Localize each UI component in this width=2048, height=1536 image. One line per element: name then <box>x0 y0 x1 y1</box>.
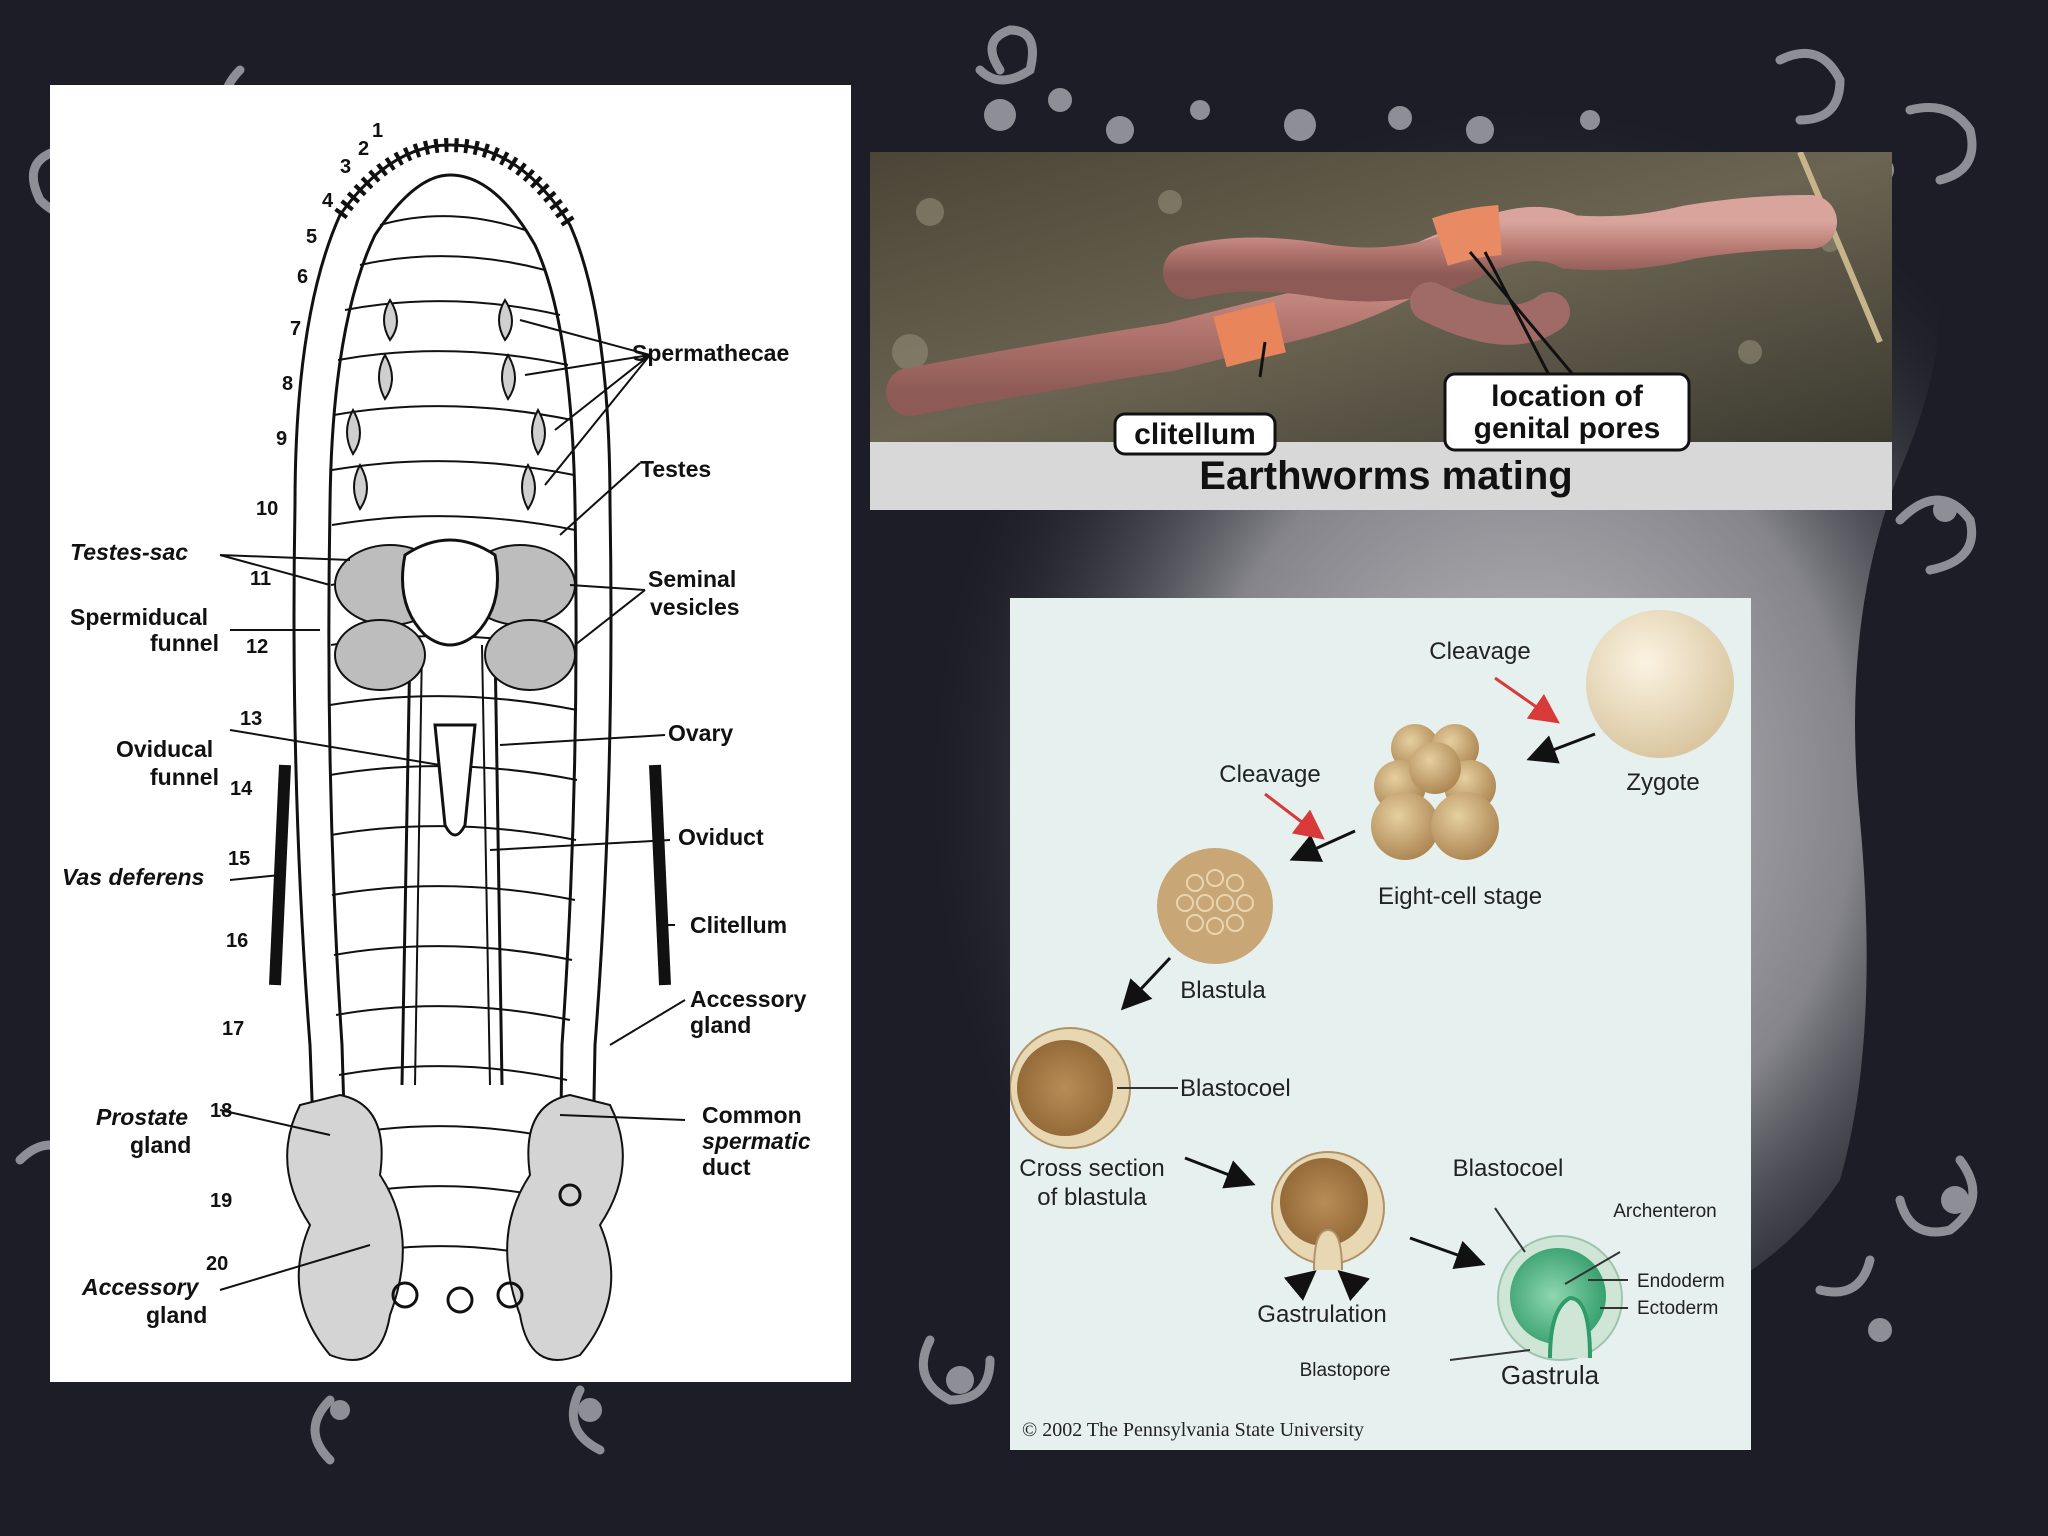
cleavage-label-1: Cleavage <box>1429 638 1530 665</box>
embryonic-development-diagram: Cleavage Zygote Cleavage Eight-cell stag… <box>1010 598 1751 1450</box>
label-oviduct: Oviduct <box>678 824 764 850</box>
segment-number: 15 <box>228 848 250 870</box>
segment-number: 1 <box>372 120 383 142</box>
segment-number: 12 <box>246 636 268 658</box>
label-seminal-vesicles: Seminal <box>648 566 736 592</box>
upper-worm <box>1163 195 1837 302</box>
label-accessory-gland-left-line2: gland <box>146 1302 207 1328</box>
gastrula-label: Gastrula <box>1501 1360 1600 1390</box>
segment-number: 7 <box>290 318 301 340</box>
segment-number: 14 <box>230 778 253 800</box>
mating-photo-drawing: clitellum location of genital pores Eart… <box>870 152 1892 510</box>
label-common-spermatic-duct: Common <box>702 1102 802 1128</box>
ovary-region <box>433 723 477 837</box>
prostate-glands <box>286 1093 624 1361</box>
clitellum-photo-label: clitellum <box>1134 418 1256 451</box>
blastocoel-label-1: Blastocoel <box>1180 1075 1291 1102</box>
genital-pores-label-line2: genital pores <box>1474 412 1661 445</box>
worm-body-outline <box>292 143 613 1316</box>
segment-number: 10 <box>256 498 278 520</box>
label-spermiducal-funnel-line2: funnel <box>150 630 219 656</box>
label-common-spermatic-duct-line3: duct <box>702 1154 751 1180</box>
upper-worm-tail <box>1410 282 1570 345</box>
segment-number: 9 <box>276 428 287 450</box>
label-testes-sac: Testes-sac <box>70 539 188 565</box>
blastula <box>1157 848 1273 964</box>
segment-number: 8 <box>282 373 293 395</box>
anatomy-drawing: 1 2 3 4 5 6 7 8 9 10 11 12 13 14 15 16 1… <box>62 120 811 1361</box>
segment-number: 18 <box>210 1100 232 1122</box>
cross-section-label-line2: of blastula <box>1037 1184 1147 1211</box>
vas-deferens-ducts <box>400 644 504 1086</box>
segment-number: 17 <box>222 1018 244 1040</box>
gastrulation-embryo <box>1271 1151 1385 1271</box>
segment-number: 2 <box>358 138 369 160</box>
label-testes: Testes <box>640 456 711 482</box>
label-oviducal-funnel: Oviducal <box>116 736 213 762</box>
label-prostate-gland: Prostate <box>96 1104 188 1130</box>
ectoderm-label: Ectoderm <box>1637 1298 1718 1319</box>
blastula-label: Blastula <box>1180 977 1266 1004</box>
testes-sac-center <box>401 538 499 647</box>
eight-cell-label: Eight-cell stage <box>1378 883 1542 910</box>
segment-number: 11 <box>250 568 271 590</box>
earthworms-mating-photo: clitellum location of genital pores Eart… <box>870 152 1892 510</box>
segment-number: 19 <box>210 1190 232 1212</box>
label-ovary: Ovary <box>668 720 733 746</box>
segment-numbers: 1 2 3 4 5 6 7 8 9 10 11 12 13 14 15 16 1… <box>206 120 383 1275</box>
leader-lines <box>219 319 686 1291</box>
label-spermiducal-funnel: Spermiducal <box>70 604 208 630</box>
earthworm-reproductive-anatomy-diagram: 1 2 3 4 5 6 7 8 9 10 11 12 13 14 15 16 1… <box>50 85 851 1382</box>
segment-number: 16 <box>226 930 248 952</box>
label-oviducal-funnel-line2: funnel <box>150 764 219 790</box>
blastula-cross-section <box>1010 1027 1131 1149</box>
segment-number: 3 <box>340 156 351 178</box>
gastrulation-label: Gastrulation <box>1257 1301 1386 1328</box>
spermathecae-shapes <box>346 298 546 511</box>
label-seminal-vesicles-line2: vesicles <box>650 594 740 620</box>
gastrula-embryo <box>1497 1235 1623 1361</box>
segment-number: 5 <box>306 226 317 248</box>
cross-section-label: Cross section <box>1019 1155 1164 1182</box>
cleavage-label-2: Cleavage <box>1219 761 1320 788</box>
label-accessory-gland-right: Accessory <box>690 986 807 1012</box>
label-spermathecae: Spermathecae <box>632 340 789 366</box>
blastopore-label: Blastopore <box>1300 1360 1391 1381</box>
endoderm-label: Endoderm <box>1637 1271 1725 1292</box>
zygote-label: Zygote <box>1626 769 1699 796</box>
label-accessory-gland-left: Accessory <box>81 1274 200 1300</box>
label-vas-deferens: Vas deferens <box>62 864 204 890</box>
photo-caption: Earthworms mating <box>1199 454 1572 498</box>
archenteron-label: Archenteron <box>1613 1201 1717 1222</box>
segment-number: 6 <box>297 266 308 288</box>
segment-number: 4 <box>322 190 334 212</box>
copyright-notice: © 2002 The Pennsylvania State University <box>1022 1419 1364 1441</box>
genital-pores-label: location of <box>1491 380 1644 413</box>
development-drawing: Cleavage Zygote Cleavage Eight-cell stag… <box>1010 610 1734 1441</box>
label-common-spermatic-duct-line2: spermatic <box>702 1128 811 1154</box>
zygote-cell <box>1586 610 1734 758</box>
label-clitellum: Clitellum <box>690 912 787 938</box>
label-prostate-gland-line2: gland <box>130 1132 191 1158</box>
clitellum-band <box>1213 301 1286 368</box>
segment-number: 13 <box>240 708 262 730</box>
label-accessory-gland-right-line2: gland <box>690 1012 751 1038</box>
worm-inner-outline <box>327 173 578 1316</box>
segment-number: 20 <box>206 1253 228 1275</box>
eight-cell-embryo <box>1371 724 1499 860</box>
blastocoel-label-2: Blastocoel <box>1453 1155 1564 1182</box>
